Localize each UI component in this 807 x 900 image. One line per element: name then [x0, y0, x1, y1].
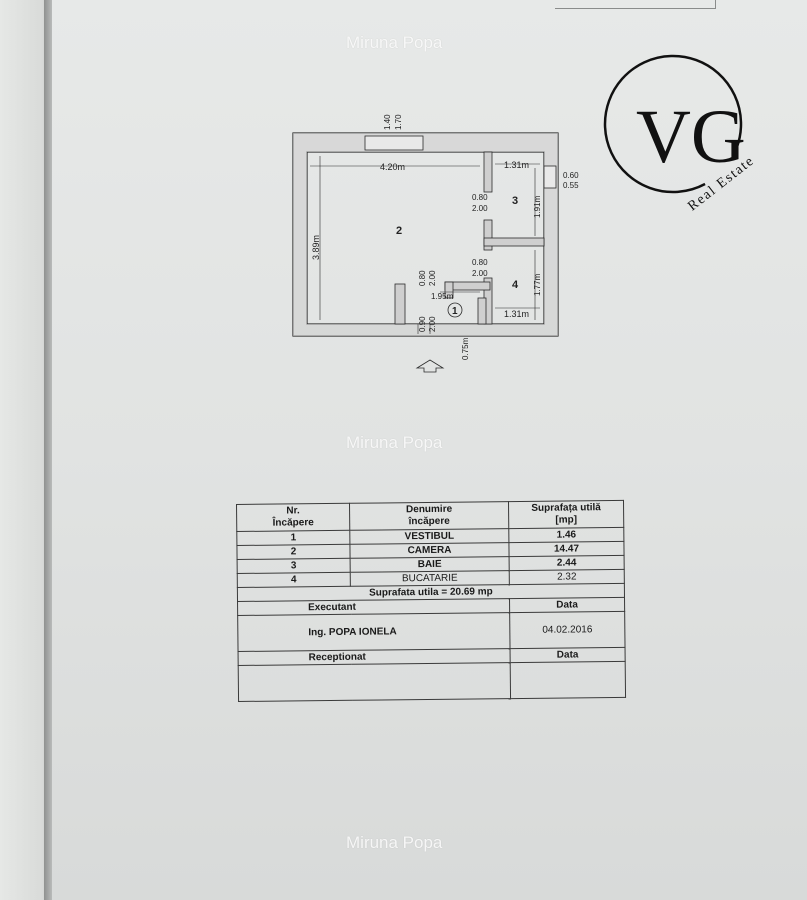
table-header-row: Nr. Încăpere Denumire încăpere Suprafața… [236, 500, 624, 532]
row-nr: 1 [236, 530, 350, 546]
dim-door3-b: 2.00 [472, 204, 488, 213]
dim-door2-a: 0.80 [418, 270, 427, 286]
row-nr: 4 [237, 572, 351, 588]
dim-room4-height: 1.77m [533, 273, 542, 296]
header-name-line2: încăpere [408, 515, 450, 528]
receptionat-row [238, 661, 626, 702]
room-label-3: 3 [512, 195, 518, 207]
header-area: Suprafața utilă [mp] [508, 500, 624, 529]
dim-door-entry-a: 0.90 [418, 316, 427, 332]
executant-date: 04.02.2016 [509, 611, 626, 649]
dim-door4-a: 0.80 [472, 258, 488, 267]
dim-room3-height: 1.91m [533, 195, 542, 218]
dim-entry-depth: 0.75m [461, 337, 470, 360]
header-nr-line2: Încăpere [272, 517, 314, 529]
top-frame-corner [555, 0, 716, 9]
window-top [364, 135, 424, 151]
room-label-4: 4 [512, 279, 519, 291]
dim-door2-b: 2.00 [428, 270, 437, 286]
dim-door4-b: 2.00 [472, 269, 488, 278]
room-label-1: 1 [452, 306, 458, 317]
floor-plan: 1.40 1.70 4.20m 3.89m 1.31m 1.91m 0.60 0… [292, 114, 579, 373]
watermark-top: Miruna Popa [346, 33, 443, 52]
room-label-2: 2 [396, 225, 402, 237]
header-area-line2: [mp] [555, 514, 578, 526]
watermark-middle: Miruna Popa [346, 433, 443, 452]
header-area-line1: Suprafața utilă [531, 502, 601, 514]
data-label: Data [509, 597, 625, 613]
receptionat-date-cell [510, 661, 626, 699]
left-page-edge [0, 0, 60, 900]
dim-room1-width: 1.95m [431, 292, 454, 301]
row-area: 2.44 [509, 555, 625, 571]
dim-window-top-a: 1.40 [383, 114, 392, 130]
dim-door3-a: 0.80 [472, 193, 488, 202]
vg-real-estate-logo: VG Real Estate [603, 54, 758, 212]
dim-door-entry-b: 2.00 [428, 316, 437, 332]
executant-row: Ing. POPA IONELA 04.02.2016 [237, 611, 626, 652]
watermark-bottom: Miruna Popa [346, 833, 443, 852]
window-right [543, 165, 557, 189]
dim-room2-width: 4.20m [380, 162, 405, 172]
row-nr: 3 [237, 558, 351, 574]
dim-window-top-b: 1.70 [394, 114, 403, 130]
binder-spine [44, 0, 54, 900]
dim-right-window-a: 0.60 [563, 171, 579, 180]
surface-table: Nr. Încăpere Denumire încăpere Suprafața… [236, 500, 626, 702]
header-name: Denumire încăpere [349, 501, 509, 531]
receptionat-signature-cell [238, 662, 511, 702]
dim-right-window-b: 0.55 [563, 181, 579, 190]
dim-room4-width: 1.31m [504, 309, 529, 319]
row-nr: 2 [236, 544, 351, 560]
row-area: 14.47 [508, 541, 625, 557]
header-nr: Nr. Încăpere [236, 503, 350, 532]
entry-arrow-icon [415, 359, 445, 373]
row-area: 2.32 [509, 569, 625, 585]
logo-monogram: VG [636, 95, 746, 179]
data-label-2: Data [510, 647, 626, 663]
executant-name: Ing. POPA IONELA [237, 612, 511, 652]
header-nr-line1: Nr. [286, 505, 300, 517]
dim-room2-height: 3.89m [311, 235, 321, 260]
row-area: 1.46 [508, 527, 624, 543]
dim-room3-width: 1.31m [504, 160, 529, 170]
